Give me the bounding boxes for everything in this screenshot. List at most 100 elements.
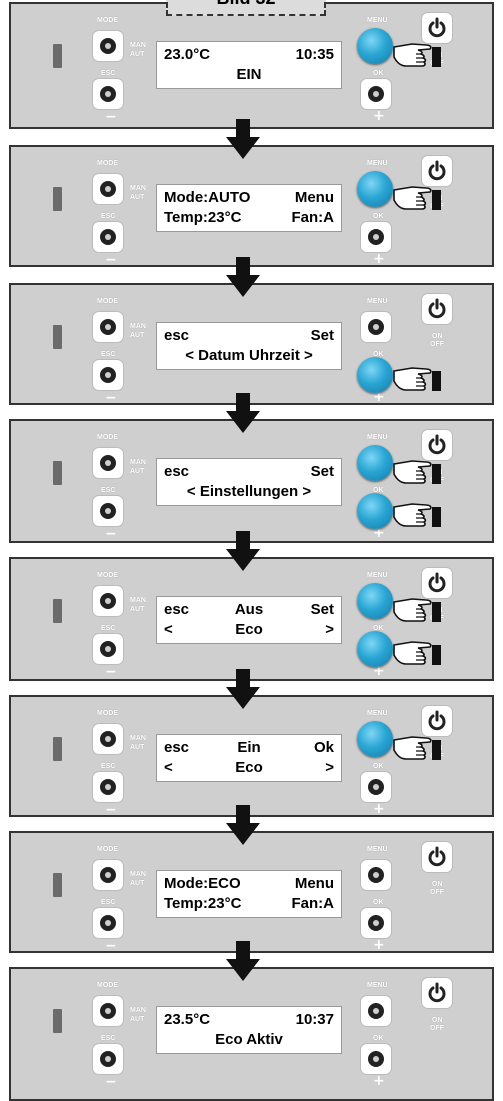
down-arrow-icon [226, 805, 260, 845]
ok-button-pressed[interactable] [357, 631, 393, 667]
esc-button[interactable] [93, 79, 123, 109]
plus-label: + [373, 801, 385, 817]
esc-button[interactable] [93, 772, 123, 802]
pointing-hand-icon [392, 182, 444, 214]
ok-button[interactable] [361, 1044, 391, 1074]
esc-button[interactable] [93, 496, 123, 526]
lcd-text: Set [310, 601, 334, 618]
status-led [53, 737, 62, 761]
down-arrow-icon [226, 669, 260, 709]
menu-label: MENU [367, 846, 388, 853]
minus-label: − [105, 1074, 117, 1090]
ok-button[interactable] [361, 222, 391, 252]
man-label: MAN [130, 42, 146, 49]
menu-button-pressed[interactable] [357, 583, 393, 619]
mode-button[interactable] [93, 860, 123, 890]
power-icon [428, 572, 446, 593]
power-button[interactable] [422, 842, 452, 872]
power-icon [428, 710, 446, 731]
mode-button[interactable] [93, 174, 123, 204]
button-dot-icon [100, 367, 116, 383]
menu-button-pressed[interactable] [357, 721, 393, 757]
down-arrow-icon [226, 257, 260, 297]
menu-button-pressed[interactable] [357, 28, 393, 64]
power-button[interactable] [422, 156, 452, 186]
man-label: MAN [130, 1007, 146, 1014]
down-arrow-icon [226, 393, 260, 433]
mode-label: MODE [97, 710, 118, 717]
menu-label: MENU [367, 434, 388, 441]
lcd-text: Ok [313, 739, 334, 756]
lcd-text: Mode:ECO [164, 875, 241, 892]
menu-button[interactable] [361, 860, 391, 890]
esc-button[interactable] [93, 360, 123, 390]
power-button[interactable] [422, 294, 452, 324]
mode-button[interactable] [93, 448, 123, 478]
button-dot-icon [100, 1051, 116, 1067]
esc-button[interactable] [93, 908, 123, 938]
esc-button[interactable] [93, 1044, 123, 1074]
lcd-row-2: EIN [164, 65, 334, 85]
man-label: MAN [130, 871, 146, 878]
power-button[interactable] [422, 706, 452, 736]
lcd-text: Set [310, 463, 334, 480]
button-dot-icon [100, 731, 116, 747]
minus-label: − [105, 390, 117, 406]
lcd-text: esc [164, 327, 190, 344]
ok-button[interactable] [361, 772, 391, 802]
menu-button-pressed[interactable] [357, 171, 393, 207]
esc-button[interactable] [93, 222, 123, 252]
plus-label: + [373, 937, 385, 953]
lcd-text: Set [310, 327, 334, 344]
ok-button[interactable] [361, 79, 391, 109]
mode-button[interactable] [93, 586, 123, 616]
menu-button-pressed[interactable] [357, 445, 393, 481]
power-button[interactable] [422, 568, 452, 598]
menu-label: MENU [367, 17, 388, 24]
minus-label: − [105, 802, 117, 818]
esc-label: ESC [101, 70, 116, 77]
pointing-hand-icon [392, 363, 444, 395]
mode-button[interactable] [93, 312, 123, 342]
on-label: ON [432, 333, 443, 340]
power-button[interactable] [422, 13, 452, 43]
man-label: MAN [130, 735, 146, 742]
power-button[interactable] [422, 978, 452, 1008]
lcd-row-2: <Eco> [164, 758, 334, 778]
power-button[interactable] [422, 430, 452, 460]
ok-button-pressed[interactable] [357, 357, 393, 393]
lcd-text: Ein [237, 739, 261, 756]
ok-button[interactable] [361, 908, 391, 938]
button-dot-icon [100, 867, 116, 883]
esc-label: ESC [101, 487, 116, 494]
lcd-text: Eco Aktiv [215, 1031, 283, 1048]
mode-button[interactable] [93, 724, 123, 754]
menu-button[interactable] [361, 996, 391, 1026]
lcd-text: Temp:23°C [164, 209, 242, 226]
mode-button[interactable] [93, 996, 123, 1026]
minus-label: − [105, 526, 117, 542]
lcd-text: 10:37 [295, 1011, 334, 1028]
mode-button[interactable] [93, 31, 123, 61]
button-dot-icon [100, 641, 116, 657]
esc-button[interactable] [93, 634, 123, 664]
power-icon [428, 160, 446, 181]
status-led [53, 325, 62, 349]
ok-button-pressed[interactable] [357, 493, 393, 529]
status-led [53, 599, 62, 623]
man-label: MAN [130, 323, 146, 330]
menu-button[interactable] [361, 312, 391, 342]
off-label: OFF [430, 889, 444, 896]
pointing-hand-icon [392, 499, 444, 531]
off-label: OFF [430, 341, 444, 348]
